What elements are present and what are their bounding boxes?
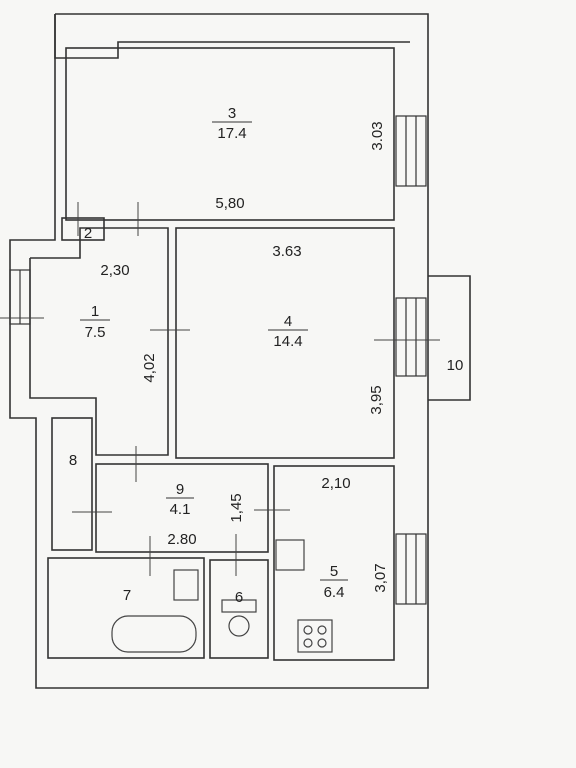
dim-room5-depth: 3,07 [372, 563, 389, 592]
dim-room4-width: 3.63 [272, 243, 301, 260]
room-2-number: 2 [84, 225, 92, 242]
outer-wall [9, 13, 429, 689]
room-7-number: 7 [123, 587, 131, 604]
room-1-outline [29, 227, 169, 456]
room-3-area: 17.4 [217, 125, 246, 142]
room-3-outline [65, 47, 395, 221]
room-4-area: 14.4 [273, 333, 302, 350]
room-3-number: 3 [228, 105, 236, 122]
top-notch [54, 14, 410, 59]
bathtub [111, 615, 197, 653]
dim-room9-depth: 1,45 [228, 493, 245, 522]
dim-room5-width: 2,10 [321, 475, 350, 492]
toilet-icon [228, 615, 250, 637]
windows [9, 115, 427, 605]
room-1-area: 7.5 [85, 324, 106, 341]
room-9-area: 4.1 [170, 501, 191, 518]
window-room-3 [395, 115, 427, 187]
dim-room9-width: 2.80 [167, 531, 196, 548]
kitchen-sink [275, 539, 305, 571]
walls [9, 13, 471, 689]
room-9-number: 9 [176, 481, 184, 498]
dim-room1-depth: 4,02 [141, 353, 158, 382]
room-9-outline [95, 463, 269, 553]
window-room-4 [395, 297, 427, 377]
room-7-outline [47, 557, 205, 659]
room-6-outline [209, 559, 269, 659]
dim-room3-width: 5,80 [215, 195, 244, 212]
room-2-outline [61, 217, 105, 241]
room-5-outline [273, 465, 395, 661]
window-room-5 [395, 533, 427, 605]
room-8-number: 8 [69, 452, 77, 469]
room-1-number: 1 [91, 303, 99, 320]
bath-sink [173, 569, 199, 601]
stove-icon [297, 619, 333, 653]
dim-room4-depth: 3,95 [368, 385, 385, 414]
toilet-tank [221, 599, 257, 613]
balcony-outline [428, 275, 471, 401]
dim-room3-depth: 3.03 [369, 121, 386, 150]
fixtures [111, 539, 333, 653]
room-6-number: 6 [235, 589, 243, 606]
room-5-area: 6.4 [324, 584, 345, 601]
room-4-outline [175, 227, 395, 459]
room-10-number: 10 [447, 357, 464, 374]
room-5-number: 5 [330, 563, 338, 580]
door-marks [0, 202, 440, 576]
room-4-number: 4 [284, 313, 292, 330]
room-8-outline [51, 417, 93, 551]
dim-room1-width: 2,30 [100, 262, 129, 279]
